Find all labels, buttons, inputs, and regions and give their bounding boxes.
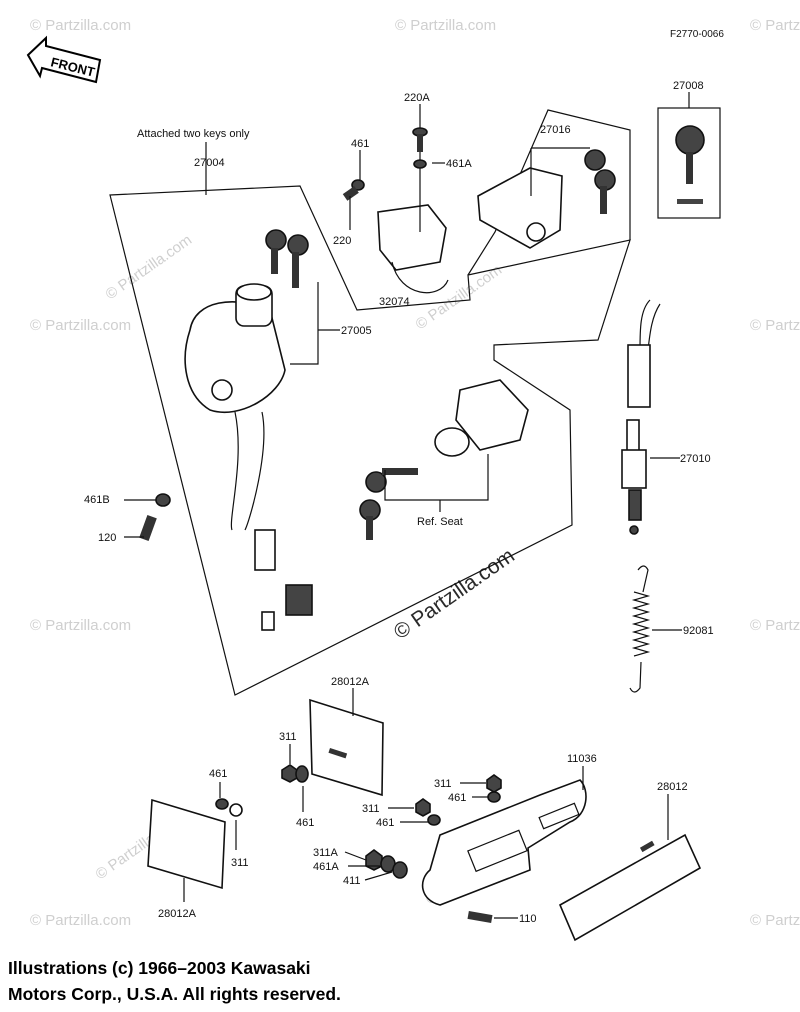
callout-461-mid: 461	[296, 817, 314, 829]
callout-27016: 27016	[540, 124, 571, 136]
key-set-outline	[467, 109, 631, 276]
callout-461-top: 461	[351, 138, 369, 150]
callout-27010: 27010	[680, 453, 711, 465]
bracket-11036	[421, 779, 587, 906]
callout-27008: 27008	[673, 80, 704, 92]
copyright-line-1: Illustrations (c) 1966–2003 Kawasaki	[8, 958, 311, 978]
key-pair-27004-icon	[265, 229, 309, 288]
callout-461A-bottom: 461A	[313, 861, 339, 873]
bolt-110-icon	[467, 910, 493, 924]
washer-461-icon	[295, 765, 309, 783]
callout-27004: 27004	[194, 157, 225, 169]
washer-461A-icon	[413, 159, 427, 169]
callout-311-a: 311	[279, 731, 297, 743]
callout-28012A-top: 28012A	[331, 676, 370, 688]
ref-seat-label: Ref. Seat	[417, 516, 463, 528]
group-outline	[109, 185, 631, 696]
watermark-text: © Partzilla.com	[30, 912, 131, 929]
reflector-28012	[558, 833, 702, 942]
key-card-27008	[657, 107, 721, 219]
callout-461-left: 461	[209, 768, 227, 780]
watermark-text: © Partzilla.com	[30, 617, 131, 634]
callout-311-left: 311	[231, 857, 249, 869]
ignition-switch-27005	[184, 283, 313, 631]
nut-311-icon	[281, 764, 298, 783]
callout-461-c: 461	[376, 817, 394, 829]
callout-411: 411	[343, 875, 361, 887]
callout-311A: 311A	[313, 847, 339, 859]
washer-461B-icon	[155, 493, 171, 507]
attached-note: Attached two keys only	[137, 128, 250, 140]
callout-120: 120	[98, 532, 116, 544]
callout-220A: 220A	[404, 92, 430, 104]
bracket-32074	[377, 204, 449, 294]
reflector-28012A-upper	[309, 698, 384, 797]
screw-220-icon	[342, 179, 365, 201]
watermark-text: © Partzilla.com	[395, 17, 496, 34]
callout-27005: 27005	[341, 325, 372, 337]
nut-311A-icon	[365, 849, 383, 871]
watermark-text: © Partzilla.com	[413, 261, 506, 333]
watermark-text: © Partzilla.com	[103, 231, 196, 303]
lock-27016	[477, 149, 616, 249]
watermark-text: © Partzilla.com	[750, 17, 800, 34]
watermark-text: © Partzilla.com	[30, 17, 131, 34]
callout-220: 220	[333, 235, 351, 247]
callout-11036: 11036	[567, 753, 597, 765]
watermark-text: © Partzilla.com	[750, 617, 800, 634]
callout-28012A-bottom: 28012A	[158, 908, 197, 920]
watermark-text: © Partzilla.com	[30, 317, 131, 334]
callout-group: 27008 Attached two keys only 27004 220A …	[84, 80, 714, 925]
callout-461A-top: 461A	[446, 158, 472, 170]
washer-411-icon	[392, 861, 408, 879]
callout-28012: 28012	[657, 781, 688, 793]
copyright-notice: Illustrations (c) 1966–2003 Kawasaki Mot…	[8, 955, 341, 1007]
spring-92081-icon	[629, 565, 651, 693]
watermark-text: © Partzilla.com	[750, 317, 800, 334]
copyright-line-2: Motors Corp., U.S.A. All rights reserved…	[8, 984, 341, 1004]
reflector-28012A-lower	[147, 798, 243, 890]
front-arrow-icon: FRONT	[26, 35, 102, 84]
callout-461-b: 461	[448, 792, 466, 804]
callout-311-b: 311	[434, 778, 452, 790]
center-watermark: © Partzilla.com	[390, 544, 519, 644]
callout-311-c: 311	[362, 803, 380, 815]
bolt-120-icon	[139, 515, 157, 541]
callout-92081: 92081	[683, 625, 714, 637]
watermark-text: © Partzilla.com	[750, 912, 800, 929]
figure-code: F2770-0066	[670, 29, 724, 40]
switch-27010	[621, 299, 661, 535]
callout-110: 110	[519, 913, 537, 925]
leader-lines	[124, 92, 690, 919]
callout-461B: 461B	[84, 494, 110, 506]
callout-32074: 32074	[379, 296, 410, 308]
seat-lock	[359, 379, 529, 540]
nut-311-right-icon	[415, 774, 502, 826]
